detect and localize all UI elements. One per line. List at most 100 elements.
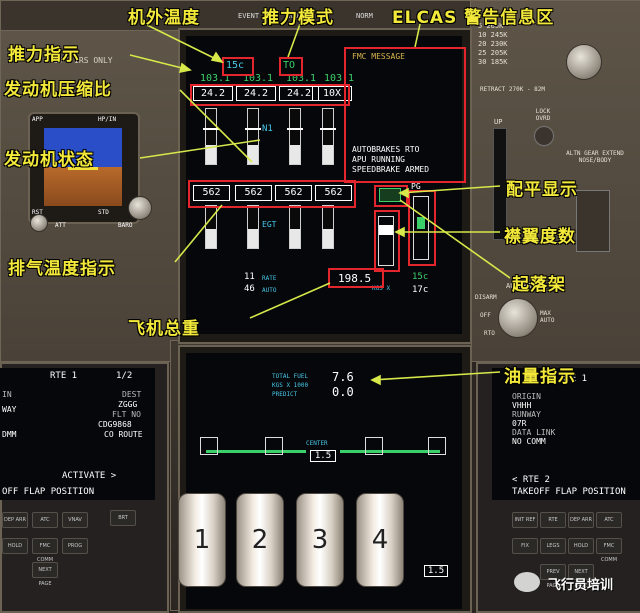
recd-label: RCD <box>286 12 299 20</box>
isfd-aircraft-symbol <box>68 167 98 170</box>
throttle-lever-4[interactable]: 4 <box>356 493 404 587</box>
fuel-temp-right: 17c <box>412 285 429 295</box>
cdu-left-bottom: OFF FLAP POSITION <box>2 487 95 497</box>
annotation-egt: 排气温度指示 <box>8 259 116 279</box>
thrust-ref-3: 103.1 <box>285 73 317 84</box>
isfd-label-rst[interactable]: RST <box>32 209 43 216</box>
highlight-epr <box>190 84 350 106</box>
autobrake-max: MAX AUTO <box>540 310 555 324</box>
altn-gear-switch[interactable] <box>576 190 610 252</box>
cdu-right-key-fix[interactable]: FIX <box>512 538 538 554</box>
highlight-thrust-mode <box>279 57 303 76</box>
isfd-label-app[interactable]: APP <box>32 116 43 123</box>
highlight-egt <box>188 180 356 208</box>
baro-knob[interactable] <box>128 196 152 220</box>
flap-speed-1: 5 265K <box>478 22 504 30</box>
gear-up-label: UP <box>494 118 503 126</box>
annotation-elcas: ELCAS 警告信息区 <box>392 8 555 28</box>
cdu-left-activate[interactable]: ACTIVATE > <box>62 471 117 481</box>
annotation-thrust-indication: 推力指示 <box>8 45 80 65</box>
epr-1: 24.2 <box>193 86 233 101</box>
highlight-gross-weight <box>328 268 384 288</box>
fuel-pump-1 <box>200 437 218 455</box>
cdu-left-fltno[interactable]: CDG9868 <box>98 420 132 429</box>
thrust-ref-1: 103.1 <box>199 73 231 84</box>
stab-trim-indicator <box>413 196 429 260</box>
throttle-lever-1[interactable]: 1 <box>178 493 226 587</box>
fuel-pump-4 <box>428 437 446 455</box>
cdu-right-datalink-label: DATA LINK <box>512 428 556 437</box>
flap-speed-2: 10 245K <box>478 31 508 39</box>
egt-3: 562 <box>275 185 312 201</box>
cdu-left-key-prog[interactable]: PROG <box>62 538 88 554</box>
cdu-right-key-legs[interactable]: LEGS <box>540 538 566 554</box>
fuel-temp-left: 15c <box>412 272 429 282</box>
cdu-left-key-dep-arr[interactable]: DEP ARR <box>2 512 28 528</box>
cdu-right-origin-label: ORIGIN <box>512 392 541 401</box>
annotation-gross-weight: 飞机总重 <box>128 319 200 339</box>
egt-1: 562 <box>193 185 230 201</box>
egt-gauge-1 <box>205 205 217 249</box>
cdu-right-key-dep-arr[interactable]: DEP ARR <box>568 512 594 528</box>
n1-gauge-1 <box>203 108 219 165</box>
autobrake-selector-knob[interactable] <box>498 298 538 338</box>
cdu-right-key-init-ref[interactable]: INIT REF <box>512 512 538 528</box>
cdu-left-key-atc[interactable]: ATC <box>32 512 58 528</box>
fuel-pump-3 <box>365 437 383 455</box>
cdu-left-datalink: DMM <box>2 430 17 439</box>
gear-lever-slot <box>493 128 507 240</box>
cdu-right-key-rte[interactable]: RTE <box>540 512 566 528</box>
fuel-pump-2 <box>265 437 283 455</box>
watermark-text: 飞行员培训 <box>548 578 614 593</box>
cdu-right-key-prev-page[interactable]: PREV PAGE <box>540 564 566 589</box>
n1-gauge-3 <box>287 108 303 165</box>
cdu-right-title: RTE 1 <box>560 374 588 384</box>
n1-gauge-2 <box>245 108 261 165</box>
cdu-left-coroute[interactable]: CO ROUTE <box>104 430 143 439</box>
cdu-right-key-hold[interactable]: HOLD <box>568 538 594 554</box>
cdu-left-fltno-label: FLT NO <box>112 410 141 419</box>
cdu-left-key-next-page[interactable]: NEXT PAGE <box>32 562 58 587</box>
isfd-label-std[interactable]: STD <box>98 209 109 216</box>
highlight-flaps <box>374 210 400 272</box>
cdu-left-key-vnav[interactable]: VNAV <box>62 512 88 528</box>
cdu-left-key-hold[interactable]: HOLD <box>2 538 28 554</box>
cdu-right-runway[interactable]: 07R <box>512 419 527 428</box>
cdu-right-key-fmc-comm[interactable]: FMC COMM <box>596 538 622 563</box>
lock-ovrd-button[interactable] <box>534 126 554 146</box>
flap-selector-knob[interactable] <box>566 44 602 80</box>
cdu-left-key-brt[interactable]: BRT <box>110 510 136 526</box>
event-label: EVENT <box>238 12 260 20</box>
annotation-thrust-mode: 推力模式 <box>262 8 334 28</box>
n1-label: N1 <box>262 124 273 134</box>
egt-gauge-4 <box>322 205 334 249</box>
elcas-message-1: AUTOBRAKES RTO <box>352 145 420 154</box>
autobrake-rto: RTO <box>484 330 495 337</box>
annotation-engine-status: 发动机状态 <box>4 150 94 170</box>
total-fuel-value: 7.6 <box>332 370 354 384</box>
highlight-tat <box>222 57 254 76</box>
n1-gauge-4 <box>320 108 336 165</box>
isfd-label-hpin[interactable]: HP/IN <box>98 116 117 123</box>
highlight-elcas <box>344 47 466 183</box>
pg-label: PG <box>411 182 421 191</box>
thrust-ref-4: 103.1 <box>323 73 355 84</box>
cdu-right-key-next-page[interactable]: NEXT PAGE <box>568 564 594 589</box>
isfd-label-att[interactable]: ATT <box>55 222 66 229</box>
annotation-gear: 起落架 <box>512 275 566 295</box>
cdu-left-dest[interactable]: ZGGG <box>118 400 138 409</box>
cdu-left-key-fmc-comm[interactable]: FMC COMM <box>32 538 58 563</box>
att-knob[interactable] <box>30 214 48 232</box>
throttle-lever-3[interactable]: 3 <box>296 493 344 587</box>
total-fuel-label: TOTAL FUEL <box>272 373 309 380</box>
kgs-unit-label: KGS X 1000 <box>272 382 309 389</box>
cdu-right-rte2[interactable]: < RTE 2 <box>512 475 550 485</box>
rate-label: RATE <box>262 275 277 282</box>
cdu-right-key-atc[interactable]: ATC <box>596 512 622 528</box>
throttle-lever-2[interactable]: 2 <box>236 493 284 587</box>
cdu-right-screen <box>492 368 640 500</box>
isfd-label-baro[interactable]: BARO <box>118 222 133 229</box>
cdu-right-origin[interactable]: VHHH <box>512 401 532 410</box>
fuel-line-right <box>340 450 440 453</box>
watermark-logo-icon <box>514 572 540 592</box>
